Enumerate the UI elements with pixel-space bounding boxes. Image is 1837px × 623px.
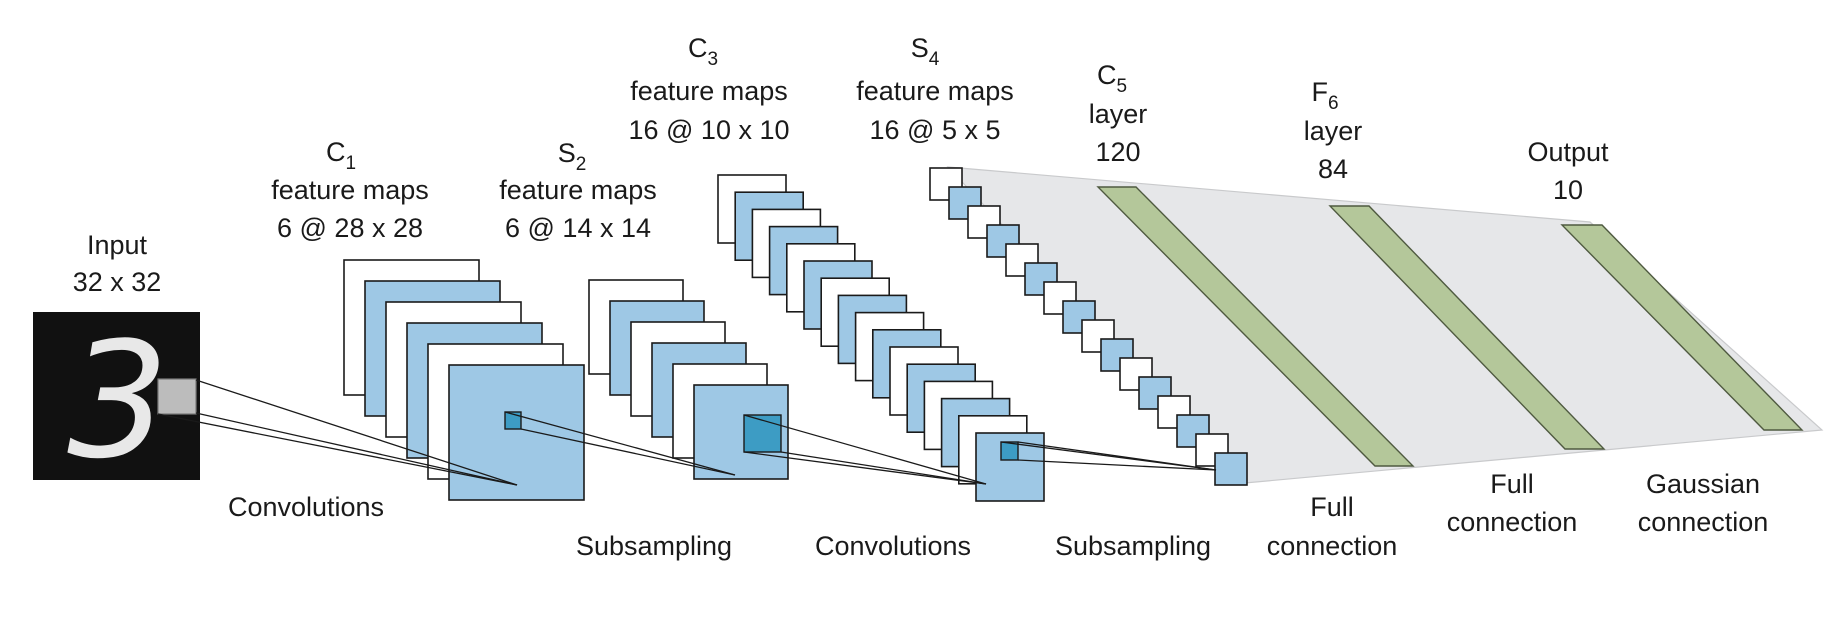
op-subsampling-1: Subsampling [576, 531, 732, 561]
f6-layer-bar [1328, 205, 1606, 450]
c3-letter: C [688, 33, 708, 63]
s2-dims: 6 @ 14 x 14 [505, 213, 651, 243]
projection-line-8 [743, 451, 987, 485]
c3-line2: feature maps [630, 76, 788, 106]
s4-letter: S [911, 33, 929, 63]
s4-map-15 [1195, 433, 1229, 467]
projection-line-2 [195, 412, 518, 486]
c1-title: C1 [326, 137, 356, 174]
f6-title: F6 [1311, 77, 1338, 114]
projection-line-7 [780, 451, 987, 485]
s2-feature-map-stack [588, 279, 789, 480]
c3-kernel-square [1000, 441, 1019, 461]
f6-line2: layer [1304, 116, 1363, 146]
op-full-connection-1-line1: Full [1310, 492, 1354, 522]
output-label: Output [1527, 137, 1609, 167]
projection-line-10 [1017, 441, 1217, 471]
s2-title: S2 [558, 138, 587, 175]
projection-lines [157, 379, 1217, 486]
op-convolutions-2: Convolutions [815, 531, 971, 561]
projection-line-4 [504, 411, 736, 476]
f6-letter: F [1311, 77, 1328, 107]
projection-line-6 [743, 414, 987, 485]
c5-layer-bar [1096, 186, 1415, 467]
input-receptive-patch [157, 378, 197, 415]
s2-line2: feature maps [499, 175, 657, 205]
f6-subscript: 6 [1328, 93, 1339, 114]
s4-line2: feature maps [856, 76, 1014, 106]
c3-feature-map-stack [717, 174, 1045, 502]
s4-map-16 [1214, 452, 1248, 486]
c5-count: 120 [1095, 137, 1140, 167]
op-convolutions-1: Convolutions [228, 492, 384, 522]
c5-line2: layer [1089, 99, 1148, 129]
op-full-connection-1-line2: connection [1267, 531, 1398, 561]
c1-kernel-square [504, 411, 522, 430]
output-layer-bar [1560, 224, 1804, 431]
output-count: 10 [1553, 175, 1583, 205]
s4-title: S4 [911, 33, 940, 70]
projection-line-5 [520, 428, 736, 476]
projection-line-3 [157, 413, 518, 486]
c1-line2: feature maps [271, 175, 429, 205]
op-gaussian-connection-line2: connection [1638, 507, 1769, 537]
c5-letter: C [1097, 60, 1117, 90]
s2-subscript: 2 [576, 154, 587, 175]
input-label: Input [87, 230, 148, 260]
projection-line-1 [195, 379, 518, 486]
f6-count: 84 [1318, 154, 1348, 184]
op-subsampling-2: Subsampling [1055, 531, 1211, 561]
op-full-connection-2-line2: connection [1447, 507, 1578, 537]
input-size-label: 32 x 32 [73, 267, 162, 297]
c1-subscript: 1 [345, 153, 356, 174]
c5-subscript: 5 [1116, 76, 1127, 97]
s4-map-1 [929, 167, 963, 201]
op-full-connection-2-line1: Full [1490, 469, 1534, 499]
s2-letter: S [558, 138, 576, 168]
input-image: 3 [33, 307, 200, 494]
s4-subscript: 4 [929, 49, 940, 70]
s4-feature-map-stack [929, 167, 1248, 486]
c1-letter: C [326, 137, 346, 167]
c1-map-6 [448, 364, 585, 501]
c3-dims: 16 @ 10 x 10 [628, 115, 789, 145]
s4-map-7 [1043, 281, 1077, 315]
s4-dims: 16 @ 5 x 5 [870, 115, 1001, 145]
c3-subscript: 3 [707, 49, 718, 70]
c1-feature-map-stack [343, 259, 585, 501]
op-gaussian-connection-line1: Gaussian [1646, 469, 1760, 499]
c3-title: C3 [688, 33, 718, 70]
input-digit: 3 [67, 307, 169, 494]
c5-title: C5 [1097, 60, 1127, 97]
s2-kernel-square [743, 414, 782, 453]
projection-line-11 [1017, 459, 1217, 471]
c1-dims: 6 @ 28 x 28 [277, 213, 423, 243]
